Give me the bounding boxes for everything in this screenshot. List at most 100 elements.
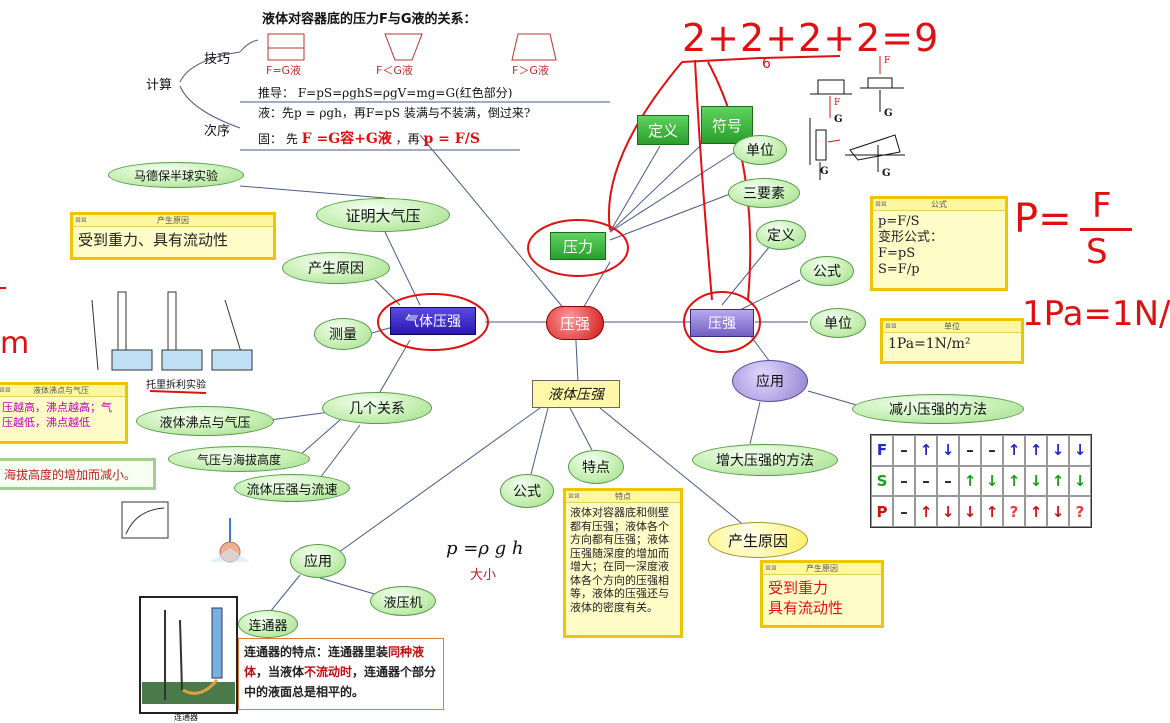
force-unit-label: 单位	[746, 143, 774, 159]
connector-note-p1: 连通器的特点：连通器里装	[244, 645, 389, 659]
formula-line-1: p=F/S	[878, 214, 920, 229]
formula-note: 公式 p=F/S 变形公式： F=pS S=F/p	[870, 196, 1008, 291]
node-magdeburg[interactable]: 马德保半球实验	[108, 162, 244, 188]
node-liquid-features[interactable]: 特点	[568, 450, 624, 484]
handwriting-p-num: F	[1092, 186, 1112, 226]
fsp-cell: –	[893, 496, 915, 527]
connector-note-p5: ，连通器个部分中的液面总是相平的。	[244, 665, 437, 699]
node-gas-pressure[interactable]: 气体压强	[390, 307, 476, 335]
fsp-cell: ↓	[1069, 435, 1091, 466]
relations-label: 几个关系	[349, 401, 405, 417]
fsp-cell: –	[915, 465, 937, 497]
pressure-unit-label: 单位	[824, 316, 852, 332]
node-liquid-pressure[interactable]: 液体压强	[532, 380, 620, 408]
solid-prefix: 固： 先	[258, 132, 298, 146]
node-altitude[interactable]: 气压与海拔高度	[168, 446, 310, 472]
formula-note-title: 公式	[873, 199, 1005, 211]
connector-picture	[139, 596, 238, 714]
order-label: 次序	[204, 124, 231, 139]
center-label: 压强	[559, 314, 590, 333]
hydraulic-label: 液压机	[383, 595, 423, 611]
boiling-note: 液体沸点与气压 压越高，沸点越高；气压越低，沸点越低	[0, 382, 128, 444]
liquid-cause-note-body: 受到重力 具有流动性	[763, 575, 881, 621]
node-liquid-application[interactable]: 应用	[290, 544, 346, 578]
fsp-cell: ↑	[915, 496, 937, 527]
fsp-cell: ?	[1069, 496, 1091, 527]
fsp-cell: –	[937, 465, 959, 497]
liquid-pressure-label: 液体压强	[548, 387, 604, 403]
handwriting-pa-unit: 1Pa=1N/	[1022, 294, 1170, 334]
flask-sketch	[210, 518, 250, 563]
node-pressure[interactable]: 压强	[690, 309, 754, 337]
liquid-cause-line-2: 具有流动性	[768, 599, 844, 617]
fsp-change-table: F–↑↓––↑↑↓↓S–––↑↓↑↓↑↓P–↑↓↓↑?↑↓?	[870, 434, 1092, 528]
node-measure[interactable]: 测量	[314, 318, 372, 350]
torricelli-sketches	[91, 291, 253, 371]
node-force-definition[interactable]: 定义	[637, 115, 689, 145]
node-liquid-cause[interactable]: 产生原因	[708, 522, 808, 558]
liquid-cause-label: 产生原因	[727, 531, 788, 550]
fsp-row-header: P	[871, 496, 893, 527]
three-elements-label: 三要素	[743, 186, 785, 202]
measure-label: 测量	[329, 327, 357, 343]
liquid-features-label: 特点	[582, 460, 610, 476]
fsp-cell: ?	[1003, 496, 1025, 527]
node-pressure-definition[interactable]: 定义	[756, 220, 806, 250]
solid-mid: ，再	[395, 132, 420, 146]
hw-p-left: P=	[1014, 196, 1072, 242]
fsp-cell: ↑	[1025, 435, 1047, 466]
increase-pressure-label: 增大压强的方法	[716, 453, 814, 469]
node-pressure-unit[interactable]: 单位	[810, 308, 866, 338]
node-force-unit[interactable]: 单位	[733, 135, 787, 165]
fsp-cell: ↑	[1025, 496, 1047, 527]
features-note: 特点 液体对容器底和侧壁都有压强；液体各个方向都有压强；液体压强随深度的增加而增…	[563, 488, 683, 638]
node-liquid-formula[interactable]: 公式	[500, 474, 554, 508]
node-connector[interactable]: 连通器	[238, 610, 298, 638]
node-prove-atmosphere[interactable]: 证明大气压	[316, 198, 450, 232]
liquid-cause-line-1: 受到重力	[768, 579, 829, 597]
force-label-g4: G	[882, 168, 891, 179]
gas-cause-note: 产生原因 受到重力、具有流动性	[70, 212, 276, 260]
center-node-pressure[interactable]: 压强	[546, 306, 604, 340]
handwriting-small-mark: 6	[762, 56, 771, 72]
features-note-title: 特点	[566, 491, 680, 503]
node-pressure-force[interactable]: 压力	[550, 232, 606, 260]
node-boiling[interactable]: 液体沸点与气压	[136, 406, 274, 436]
formula-line-3: F=pS	[878, 246, 916, 261]
fsp-cell: ↓	[1047, 496, 1069, 527]
node-reduce-pressure[interactable]: 减小压强的方法	[852, 394, 1024, 424]
pressure-force-label: 压力	[562, 237, 593, 256]
unit-note-body: 1Pa=1N/m²	[888, 336, 971, 352]
connector-note-body: 连通器的特点：连通器里装同种液体，当液体不流动时，连通器个部分中的液面总是相平的…	[239, 639, 443, 705]
container-case-diagrams	[267, 33, 557, 61]
connector-note: 连通器的特点：连通器里装同种液体，当液体不流动时，连通器个部分中的液面总是相平的…	[238, 638, 444, 710]
case-greater: F＞G液	[512, 64, 549, 77]
fsp-cell: ↑	[915, 435, 937, 466]
node-pressure-application[interactable]: 应用	[732, 360, 808, 402]
node-force-symbol[interactable]: 符号	[701, 106, 753, 144]
node-three-elements[interactable]: 三要素	[728, 178, 800, 208]
node-gas-cause[interactable]: 产生原因	[282, 252, 390, 284]
node-hydraulic[interactable]: 液压机	[370, 586, 436, 616]
connector-note-p4: 不流动时	[304, 665, 353, 679]
gas-pressure-label: 气体压强	[405, 314, 461, 330]
node-flow[interactable]: 流体压强与流速	[234, 474, 350, 502]
force-label-g1: G	[834, 114, 843, 125]
solid-formula: F =G容+G液	[301, 131, 392, 147]
force-definition-label: 定义	[647, 121, 678, 140]
altitude-label: 气压与海拔高度	[196, 452, 281, 467]
force-label-f1: F	[834, 98, 841, 108]
liquid-application-label: 应用	[304, 554, 332, 570]
gas-cause-note-body: 受到重力、具有流动性	[78, 231, 229, 249]
case-equal: F=G液	[266, 64, 302, 77]
fsp-row-header: S	[871, 465, 893, 497]
liquid-formula-label: 公式	[513, 484, 541, 500]
pressure-application-label: 应用	[756, 374, 784, 390]
node-pressure-formula[interactable]: 公式	[800, 256, 854, 286]
fsp-cell: ↓	[959, 496, 981, 527]
node-relations[interactable]: 几个关系	[322, 392, 432, 424]
fsp-cell: ↓	[937, 496, 959, 527]
node-increase-pressure[interactable]: 增大压强的方法	[692, 444, 838, 476]
formula-line-2: 变形公式：	[878, 230, 944, 245]
force-label-g3: G	[820, 166, 829, 177]
